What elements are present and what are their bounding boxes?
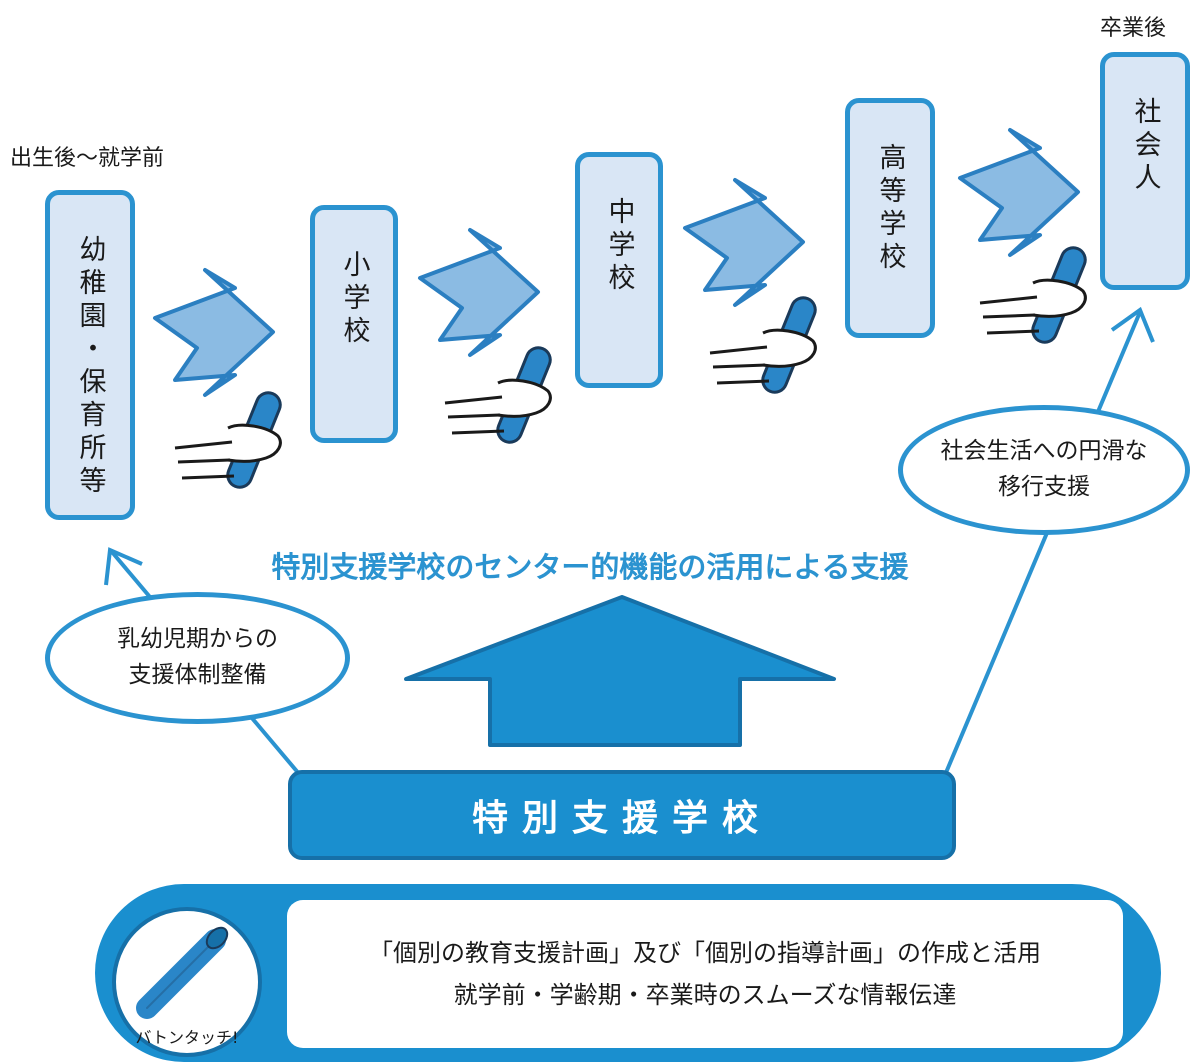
info-transfer-text: 就学前・学齢期・卒業時のスムーズな情報伝達 (453, 981, 957, 1009)
infant-support-ellipse: 乳幼児期からの 支援体制整備 (45, 592, 350, 724)
stage-kindergarten-label: 幼稚園・保育所等 (74, 235, 106, 499)
baton-icon (136, 926, 229, 1019)
baton-hand-3-icon (709, 296, 817, 394)
birth-to-preschool-label: 出生後～就学前 (10, 146, 165, 171)
transition-arrow-4 (958, 128, 1080, 257)
stage-high-school: 高等学校 (845, 98, 935, 338)
transition-arrow-3 (683, 178, 805, 307)
stage-elementary-label: 小学校 (338, 250, 370, 349)
baton-hand-1-icon (174, 391, 282, 489)
stage-high-school-label: 高等学校 (874, 143, 906, 275)
bottom-info-panel: 「個別の教育支援計画」及び「個別の指導計画」の作成と活用 就学前・学齢期・卒業時… (287, 900, 1123, 1048)
stage-society-label: 社会人 (1129, 97, 1161, 196)
stage-junior-high-label: 中学校 (603, 197, 635, 296)
baton-hand-4-icon (979, 246, 1087, 344)
transition-arrow-2 (418, 228, 540, 357)
stage-junior-high: 中学校 (575, 152, 663, 388)
stage-kindergarten: 幼稚園・保育所等 (45, 190, 135, 520)
stage-elementary: 小学校 (310, 205, 398, 443)
stage-society: 社会人 (1100, 52, 1190, 290)
baton-touch-label: バトンタッチ! (135, 1028, 239, 1047)
after-graduation-label: 卒業後 (1100, 16, 1167, 41)
special-support-school-box: 特別支援学校 (288, 770, 956, 860)
baton-circle (112, 907, 262, 1057)
center-function-caption: 特別支援学校のセンター的機能の活用による支援 (271, 550, 909, 584)
plan-creation-text: 「個別の教育支援計画」及び「個別の指導計画」の作成と活用 (369, 939, 1041, 967)
baton-hand-2-icon (444, 346, 552, 444)
big-up-arrow (404, 595, 836, 747)
transition-support-ellipse: 社会生活への円滑な 移行支援 (898, 405, 1190, 535)
transition-arrow-1 (153, 268, 275, 397)
